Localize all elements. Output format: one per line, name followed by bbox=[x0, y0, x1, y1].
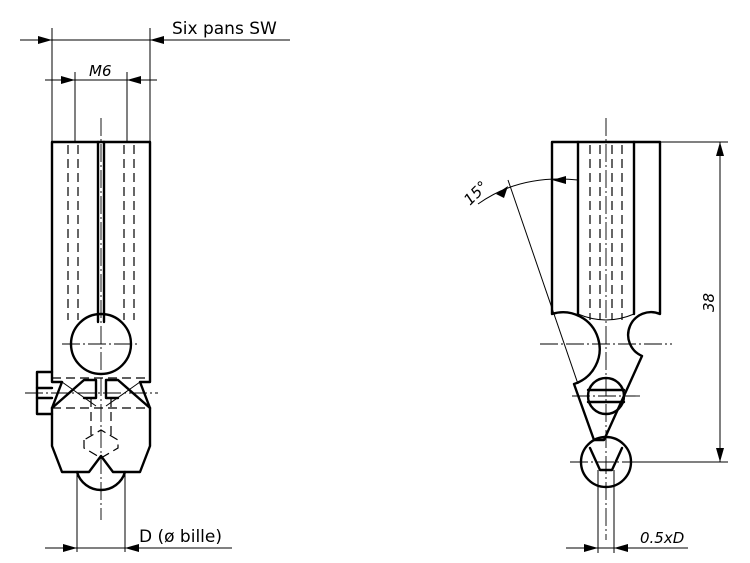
angle-label: 15° bbox=[460, 177, 492, 209]
m6-label: M6 bbox=[89, 62, 112, 80]
side-body-outline bbox=[550, 140, 662, 442]
side-view: 15° 38 0.5xD bbox=[460, 118, 728, 553]
hex-arrow-left bbox=[38, 36, 52, 44]
hex-label: Six pans SW bbox=[172, 19, 277, 39]
side-inner-bottom bbox=[577, 313, 635, 321]
front-jaw-right bbox=[104, 378, 152, 410]
ball-arrow-left bbox=[63, 544, 77, 552]
angle-arrow-right bbox=[552, 176, 566, 184]
angle-ref-line bbox=[507, 179, 579, 385]
offset-arrow-left bbox=[584, 544, 598, 552]
offset-arrow-right bbox=[614, 544, 628, 552]
front-jaw-inner-left bbox=[61, 381, 97, 407]
m6-arrow-right bbox=[127, 76, 141, 84]
front-jaw-left bbox=[50, 378, 98, 410]
front-view: Six pans SW M6 D (ø bille) bbox=[20, 19, 290, 552]
ball-arrow-right bbox=[125, 544, 139, 552]
offset-label: 0.5xD bbox=[640, 529, 684, 547]
angle-arrow-left bbox=[496, 186, 508, 198]
height-arrow-bottom bbox=[716, 448, 724, 462]
hex-arrow-right bbox=[150, 36, 164, 44]
front-jaw-inner-right bbox=[105, 381, 141, 407]
m6-arrow-left bbox=[61, 76, 75, 84]
height-label: 38 bbox=[700, 293, 718, 312]
ball-label: D (ø bille) bbox=[139, 527, 222, 547]
height-arrow-top bbox=[716, 142, 724, 156]
front-body-outline bbox=[50, 140, 152, 474]
